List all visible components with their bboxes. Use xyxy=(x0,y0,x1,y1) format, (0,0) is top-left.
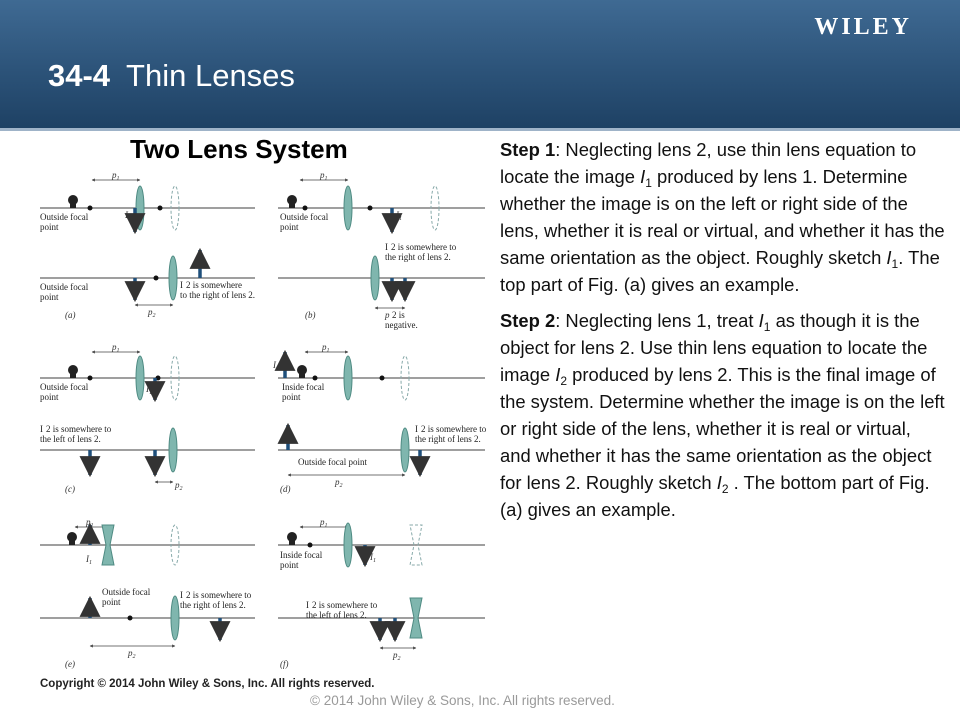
panel-d: p1 I1 Inside focal point I 2 is somewher… xyxy=(272,342,487,494)
svg-text:the right of lens 2.: the right of lens 2. xyxy=(385,252,451,262)
svg-text:p2: p2 xyxy=(392,650,401,662)
svg-text:negative.: negative. xyxy=(385,320,418,330)
svg-text:p1: p1 xyxy=(319,517,328,529)
svg-text:2 is somewhere to: 2 is somewhere to xyxy=(186,590,252,600)
header-divider xyxy=(0,128,960,131)
svg-text:(a): (a) xyxy=(65,310,76,320)
svg-text:point: point xyxy=(280,222,299,232)
svg-text:I: I xyxy=(385,242,388,252)
panel-a: p1 I1 Outside focal point I 2 is somewhe… xyxy=(40,170,255,320)
svg-text:p1: p1 xyxy=(319,170,328,182)
svg-text:p1: p1 xyxy=(321,342,330,354)
svg-text:Inside focal: Inside focal xyxy=(280,550,323,560)
svg-text:(b): (b) xyxy=(305,310,316,320)
svg-text:(f): (f) xyxy=(280,659,289,669)
steps-text: Step 1: Neglecting lens 2, use thin lens… xyxy=(500,136,945,523)
svg-text:I1: I1 xyxy=(272,360,279,372)
svg-text:I1: I1 xyxy=(85,554,92,566)
svg-text:the left of lens 2.: the left of lens 2. xyxy=(306,610,367,620)
figure-copyright: Copyright © 2014 John Wiley & Sons, Inc.… xyxy=(40,678,375,690)
step-1-label: Step 1 xyxy=(500,139,556,160)
subsection-heading: Two Lens System xyxy=(130,134,348,164)
slide-footer: © 2014 John Wiley & Sons, Inc. All right… xyxy=(310,693,615,708)
svg-text:to the right of lens 2.: to the right of lens 2. xyxy=(180,290,255,300)
svg-text:the right of lens 2.: the right of lens 2. xyxy=(180,600,246,610)
svg-text:p1: p1 xyxy=(111,342,120,354)
svg-text:p2: p2 xyxy=(174,480,183,492)
svg-text:point: point xyxy=(40,222,59,232)
svg-text:I1: I1 xyxy=(395,210,402,222)
panel-c: p1 I1 Outside focal point I 2 is somewhe… xyxy=(40,342,255,494)
svg-text:p2: p2 xyxy=(147,307,156,319)
svg-text:Inside focal: Inside focal xyxy=(282,382,325,392)
svg-text:point: point xyxy=(40,292,59,302)
lens-2-dashed xyxy=(170,185,180,231)
svg-text:Outside focal: Outside focal xyxy=(40,212,89,222)
panel-e: p1 I1 Outside focal point I 2 is somewhe… xyxy=(40,517,255,669)
svg-text:point: point xyxy=(280,560,299,570)
penguin-object xyxy=(68,195,78,205)
lens-1 xyxy=(135,185,145,231)
svg-text:2 is somewhere to: 2 is somewhere to xyxy=(312,600,378,610)
wiley-logo: WILEY xyxy=(814,14,912,40)
svg-text:2 is somewhere to: 2 is somewhere to xyxy=(421,424,487,434)
svg-text:(e): (e) xyxy=(65,659,75,669)
svg-text:I: I xyxy=(40,424,43,434)
svg-text:point: point xyxy=(102,597,121,607)
p1-label: p1 xyxy=(111,170,120,182)
svg-text:point: point xyxy=(40,392,59,402)
svg-text:I1: I1 xyxy=(145,384,152,396)
slide-title: 34-4 Thin Lenses xyxy=(48,58,295,94)
panel-b: p1 I1 Outside focal point I 2 is somewhe… xyxy=(278,170,485,330)
two-lens-figure: .ax { stroke:#666; stroke-width:1.2; } .… xyxy=(40,170,487,669)
step-1-paragraph: Step 1: Neglecting lens 2, use thin lens… xyxy=(500,139,945,295)
lens-2 xyxy=(168,255,178,301)
svg-text:I1: I1 xyxy=(124,210,131,222)
diverging-lens xyxy=(101,524,115,566)
svg-text:I1: I1 xyxy=(369,552,376,564)
svg-text:I: I xyxy=(180,280,183,290)
section-title-text: Thin Lenses xyxy=(126,58,295,93)
svg-text:2 is: 2 is xyxy=(392,310,405,320)
slide-header: WILEY 34-4 Thin Lenses xyxy=(0,0,960,128)
svg-text:Outside focal: Outside focal xyxy=(40,282,89,292)
svg-text:p2: p2 xyxy=(334,477,343,489)
svg-text:I: I xyxy=(180,590,183,600)
svg-text:2 is somewhere to: 2 is somewhere to xyxy=(46,424,112,434)
focal-point xyxy=(87,205,93,211)
svg-text:I: I xyxy=(306,600,309,610)
step-2-paragraph: Step 2: Neglecting lens 1, treat I1 as t… xyxy=(500,310,945,520)
svg-text:p2: p2 xyxy=(127,648,136,660)
svg-text:2 is somewhere: 2 is somewhere xyxy=(186,280,242,290)
panel-f: p1 I1 Inside focal point I 2 is somewher… xyxy=(278,517,485,669)
svg-text:Outside focal: Outside focal xyxy=(40,382,89,392)
svg-text:the right of lens 2.: the right of lens 2. xyxy=(415,434,481,444)
step-2-label: Step 2 xyxy=(500,310,556,331)
svg-text:(d): (d) xyxy=(280,484,291,494)
svg-text:Outside focal point: Outside focal point xyxy=(298,457,367,467)
svg-text:p: p xyxy=(384,310,390,320)
section-number: 34-4 xyxy=(48,58,111,93)
svg-text:the left of lens 2.: the left of lens 2. xyxy=(40,434,101,444)
svg-text:2 is somewhere to: 2 is somewhere to xyxy=(391,242,457,252)
svg-text:Outside focal: Outside focal xyxy=(102,587,151,597)
svg-text:I: I xyxy=(415,424,418,434)
svg-text:(c): (c) xyxy=(65,484,75,494)
svg-text:point: point xyxy=(282,392,301,402)
svg-text:Outside focal: Outside focal xyxy=(280,212,329,222)
